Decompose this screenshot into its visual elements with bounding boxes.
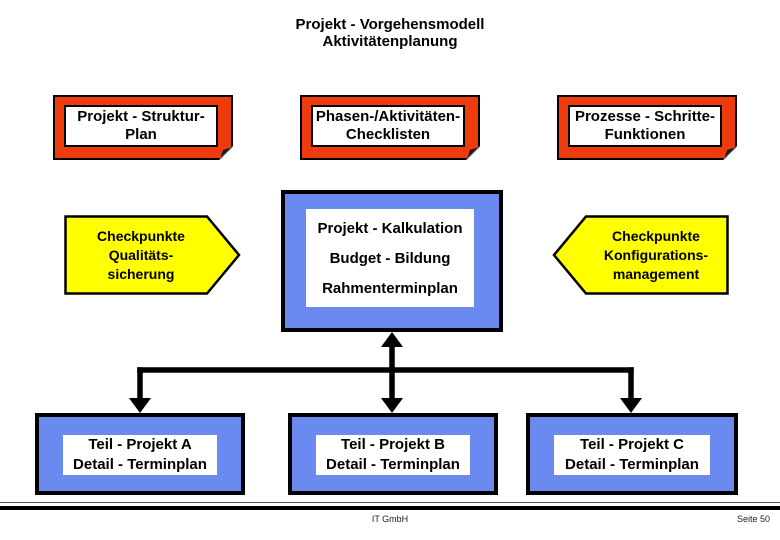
label-line: Funktionen: [604, 126, 686, 143]
arrow-label: Checkpunkte Qualitäts- sicherung: [68, 215, 214, 295]
footer-page-number: Seite 50: [736, 514, 770, 524]
box-prozesse-schritte-funktionen-label: Prozesse - Schritte- Funktionen: [568, 105, 722, 147]
box-projekt-struktur-plan: Projekt - Struktur- Plan: [53, 95, 233, 160]
label-line: Konfigurations-: [603, 246, 709, 263]
label-line: Checklisten: [345, 126, 431, 143]
footer-divider-thin: [0, 502, 780, 503]
box-teil-projekt-a-label: Teil - Projekt A Detail - Terminplan: [63, 435, 217, 475]
box-projekt-struktur-plan-label: Projekt - Struktur- Plan: [64, 105, 218, 147]
box-teil-projekt-c-label: Teil - Projekt C Detail - Terminplan: [554, 435, 710, 475]
label-line: Qualitäts-: [108, 246, 174, 263]
right-pointing-arrow-shape: [64, 215, 241, 295]
left-pointing-arrow-shape: [552, 215, 729, 295]
label-line: Teil - Projekt B: [341, 436, 445, 453]
label-line: Teil - Projekt A: [88, 436, 192, 453]
label-line: Detail - Terminplan: [565, 456, 699, 473]
label-line: Plan: [125, 126, 157, 143]
folded-corner-icon: [723, 146, 737, 160]
connector-arrows: [129, 332, 642, 413]
title-line-2: Aktivitätenplanung: [322, 33, 458, 50]
label-line: Rahmenterminplan: [322, 279, 458, 297]
label-line: sicherung: [107, 265, 175, 282]
label-line: Projekt - Struktur-: [77, 108, 205, 125]
box-phasen-aktivitaeten-checklisten-label: Phasen-/Aktivitäten- Checklisten: [311, 105, 465, 147]
label-line: Detail - Terminplan: [73, 456, 207, 473]
arrow-label: Checkpunkte Konfigurations- management: [583, 215, 729, 295]
box-projekt-kalkulation: Projekt - Kalkulation Budget - Bildung R…: [281, 190, 503, 332]
arrow-checkpunkte-qualitaetssicherung: Checkpunkte Qualitäts- sicherung: [64, 215, 242, 295]
label-line: Checkpunkte: [97, 227, 185, 244]
label-line: Detail - Terminplan: [326, 456, 460, 473]
box-teil-projekt-b: Teil - Projekt B Detail - Terminplan: [288, 413, 498, 495]
title-line-1: Projekt - Vorgehensmodell: [295, 16, 485, 33]
folded-corner-icon: [466, 146, 480, 160]
slide-title: Projekt - Vorgehensmodell Aktivitätenpla…: [0, 16, 780, 50]
box-teil-projekt-a: Teil - Projekt A Detail - Terminplan: [35, 413, 245, 495]
box-prozesse-schritte-funktionen: Prozesse - Schritte- Funktionen: [557, 95, 737, 160]
label-line: Budget - Bildung: [329, 249, 451, 267]
folded-corner-icon: [219, 146, 233, 160]
label-line: Checkpunkte: [612, 227, 700, 244]
label-line: Phasen-/Aktivitäten-: [315, 108, 461, 125]
arrow-checkpunkte-konfigurationsmanagement: Checkpunkte Konfigurations- management: [551, 215, 729, 295]
footer-divider-thick: [0, 506, 780, 510]
box-teil-projekt-c: Teil - Projekt C Detail - Terminplan: [526, 413, 738, 495]
box-projekt-kalkulation-label: Projekt - Kalkulation Budget - Bildung R…: [306, 209, 474, 307]
label-line: Teil - Projekt C: [580, 436, 684, 453]
footer-company: IT GmbH: [371, 514, 409, 524]
box-phasen-aktivitaeten-checklisten: Phasen-/Aktivitäten- Checklisten: [300, 95, 480, 160]
label-line: Projekt - Kalkulation: [317, 219, 463, 237]
box-teil-projekt-b-label: Teil - Projekt B Detail - Terminplan: [316, 435, 470, 475]
label-line: management: [612, 265, 700, 282]
label-line: Prozesse - Schritte-: [574, 108, 716, 125]
